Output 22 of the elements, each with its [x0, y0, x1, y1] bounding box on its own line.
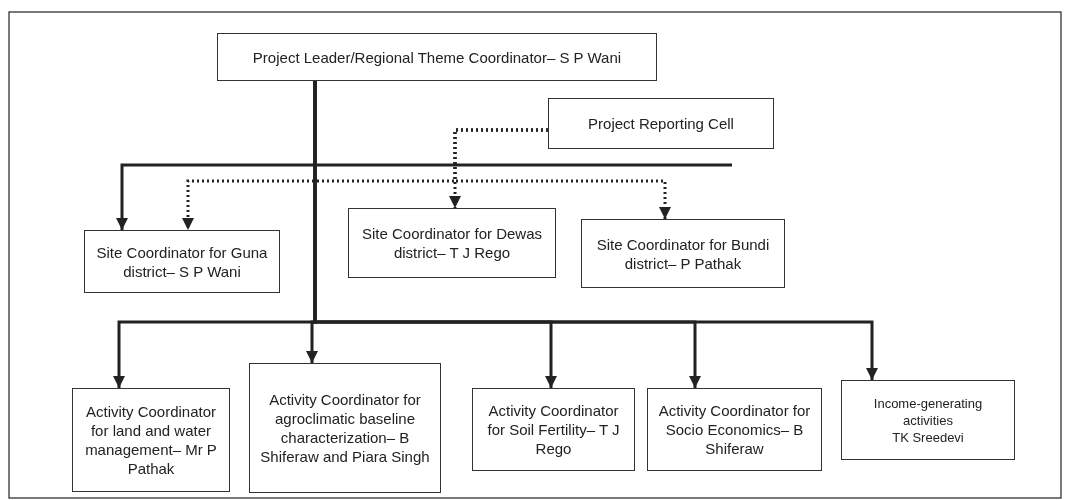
box-label: Project Leader/Regional Theme Coordinator– S P Wani [252, 47, 622, 67]
org-box [348, 208, 556, 278]
org-box [841, 380, 1015, 460]
org-box [84, 230, 280, 293]
box-label: Site Coordinator for Bundi district– P Pathak [595, 234, 771, 273]
box-label: Activity Coordinator for Socio Economics– B Shiferaw [657, 401, 812, 458]
box-label: Activity Coordinator for land and water management– Mr P Pathak [84, 402, 218, 478]
box-label: Income-generating activities [872, 394, 984, 429]
box-label: Project Reporting Cell [588, 114, 734, 133]
org-box [249, 363, 441, 493]
box-label: TK Sreedevi [892, 428, 964, 446]
org-box [548, 98, 774, 149]
org-box [581, 219, 785, 288]
org-box [647, 388, 822, 471]
org-box [217, 33, 657, 81]
box-label: Activity Coordinator for agroclimatic baseline characterization– B Shiferaw and Piara Singh [259, 390, 431, 466]
box-label: Site Coordinator for Dewas district– T J Rego [360, 224, 544, 262]
org-box [72, 388, 230, 492]
dotted-arrow [453, 128, 671, 219]
org-box [472, 388, 635, 471]
box-label: Activity Coordinator for Soil Fertility– T J Rego [486, 401, 621, 458]
box-label: Site Coordinator for Guna district– S P Wani [95, 242, 269, 281]
